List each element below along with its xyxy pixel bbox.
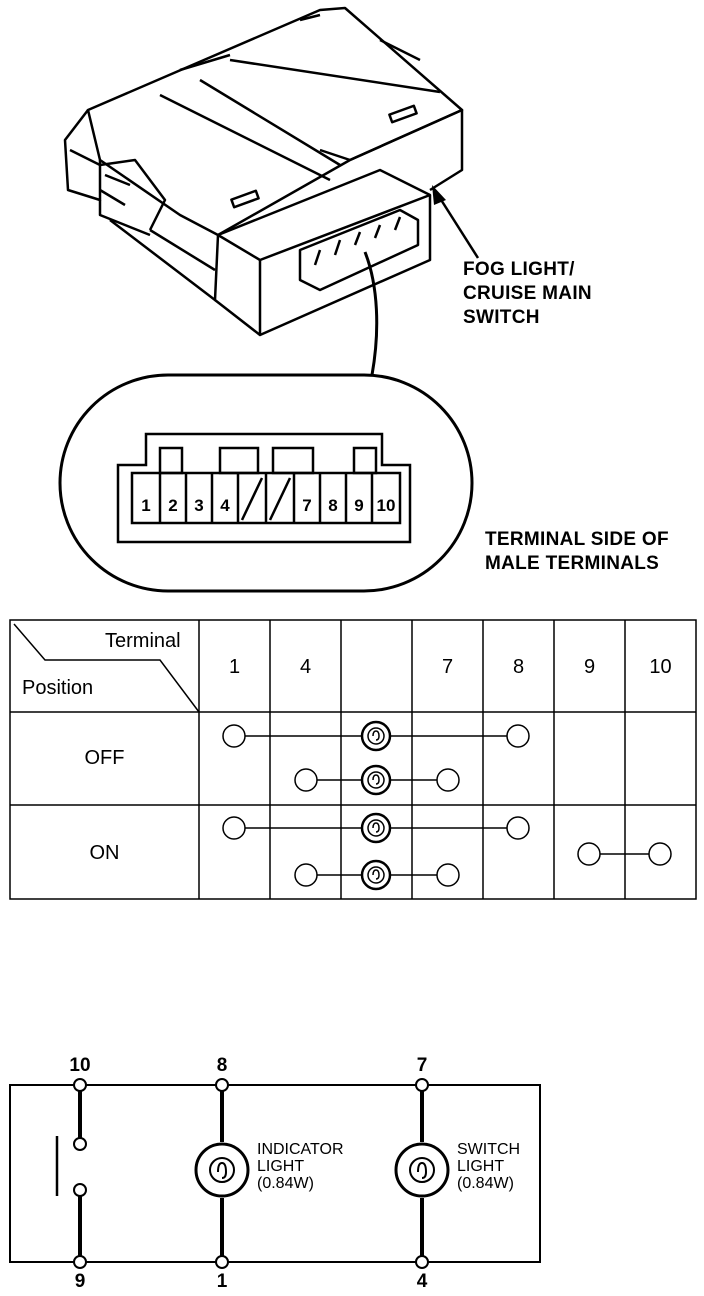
connector-pin-4: 4	[220, 496, 230, 515]
junction-9	[73, 1255, 87, 1269]
on-terminal-1	[222, 816, 246, 840]
switch-light-line-2: LIGHT	[457, 1158, 505, 1175]
circuit-top-7: 7	[416, 1055, 428, 1076]
on-terminal-7	[436, 863, 460, 887]
off-terminal-4	[294, 768, 318, 792]
switch-light-label: SWITCH LIGHT (0.84W)	[457, 1141, 520, 1192]
junction-7	[415, 1078, 429, 1092]
on-terminal-4	[294, 863, 318, 887]
connector-pin-10: 10	[376, 496, 396, 515]
circuit-diagram	[9, 1078, 541, 1269]
terminal-side-line-1: TERMINAL SIDE OF	[485, 529, 669, 550]
on-terminal-10	[648, 842, 672, 866]
connector-callout	[58, 373, 474, 593]
on-switch-bulb-icon	[360, 859, 392, 891]
junction-1	[215, 1255, 229, 1269]
connector-pin-3: 3	[194, 496, 204, 515]
circuit-top-8: 8	[216, 1055, 228, 1076]
off-indicator-bulb-icon	[360, 720, 392, 752]
circuit-bottom-4: 4	[416, 1271, 428, 1292]
switch-contact-lower	[73, 1183, 87, 1197]
switch-light-line-3: (0.84W)	[457, 1175, 514, 1192]
row-position-off: OFF	[84, 747, 125, 769]
column-header-8: 8	[512, 656, 525, 678]
column-header-1: 1	[228, 656, 241, 678]
column-header-10: 10	[649, 656, 672, 678]
switch-label-line-1: FOG LIGHT/	[463, 259, 575, 280]
terminal-side-label: TERMINAL SIDE OF MALE TERMINALS	[485, 528, 669, 576]
header-position: Position	[22, 677, 94, 699]
indicator-label-line-1: INDICATOR	[257, 1141, 344, 1158]
continuity-table	[9, 619, 697, 900]
circuit-bottom-9: 9	[74, 1271, 86, 1292]
switch-label: FOG LIGHT/ CRUISE MAIN SWITCH	[463, 258, 592, 330]
circuit-top-10: 10	[69, 1055, 91, 1076]
off-terminal-8	[506, 724, 530, 748]
off-terminal-7	[436, 768, 460, 792]
connector-pin-1: 1	[141, 496, 151, 515]
column-header-7: 7	[441, 656, 454, 678]
connector-pin-7: 7	[302, 496, 312, 515]
bulb-icons	[360, 720, 392, 891]
connector-pin-2: 2	[168, 496, 178, 515]
on-terminal-8	[506, 816, 530, 840]
column-header-4: 4	[299, 656, 312, 678]
indicator-bulb-icon	[194, 1142, 250, 1198]
off-switch-bulb-icon	[360, 764, 392, 796]
circuit-bottom-1: 1	[216, 1271, 228, 1292]
junction-4	[415, 1255, 429, 1269]
switch-light-bulb-icon	[394, 1142, 450, 1198]
on-terminal-9	[577, 842, 601, 866]
connector-pin-8: 8	[328, 496, 338, 515]
junction-10	[73, 1078, 87, 1092]
column-header-9: 9	[583, 656, 596, 678]
junction-8	[215, 1078, 229, 1092]
terminal-side-line-2: MALE TERMINALS	[485, 553, 660, 574]
switch-label-line-2: CRUISE MAIN	[463, 283, 592, 304]
connector-pin-9: 9	[354, 496, 364, 515]
row-position-on: ON	[89, 842, 120, 864]
indicator-label-line-2: LIGHT	[257, 1158, 305, 1175]
off-terminal-1	[222, 724, 246, 748]
indicator-label-line-3: (0.84W)	[257, 1175, 314, 1192]
indicator-light-label: INDICATOR LIGHT (0.84W)	[257, 1141, 344, 1192]
switch-label-line-3: SWITCH	[463, 307, 540, 328]
switch-contact-upper	[73, 1137, 87, 1151]
on-indicator-bulb-icon	[360, 812, 392, 844]
switch-light-line-1: SWITCH	[457, 1141, 521, 1158]
connector-pin-labels: 1 2 3 4 7 8 9 10	[0, 0, 704, 515]
header-terminal: Terminal	[105, 630, 181, 652]
fog-light-switch-drawing	[63, 6, 480, 376]
